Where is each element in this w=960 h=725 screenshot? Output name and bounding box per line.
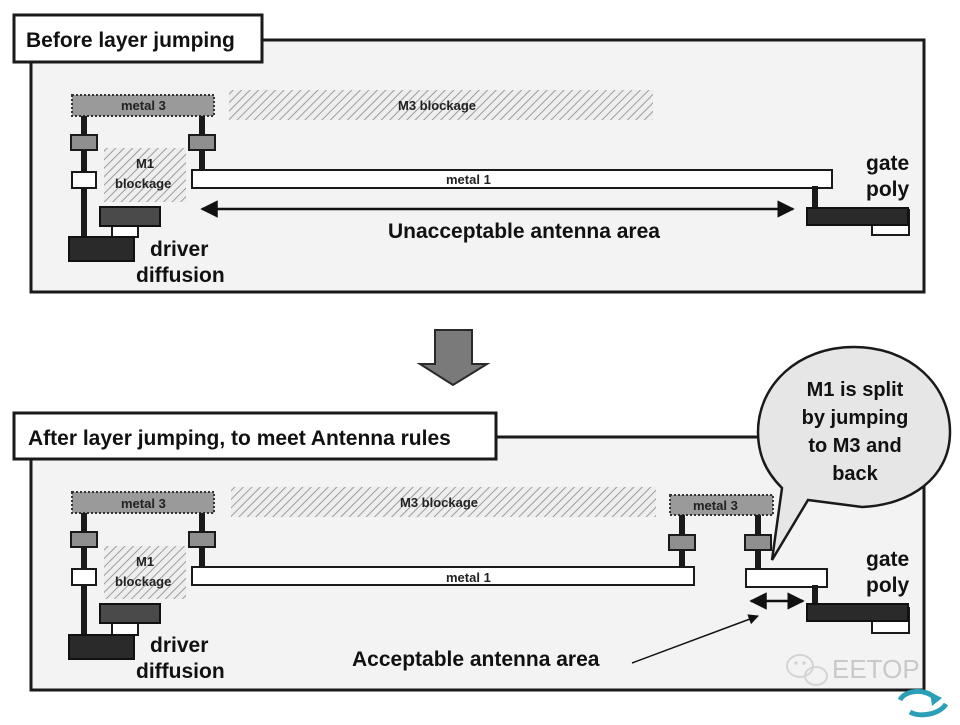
- top-m1-blockage-line2: blockage: [115, 176, 171, 191]
- bottom-m1-blockage-line2: blockage: [115, 574, 171, 589]
- bottom-contact-left: [71, 568, 97, 586]
- bottom-via-right-b: [744, 534, 772, 551]
- top-panel-title-box: [12, 13, 264, 64]
- bottom-metal3-right-bar: [669, 494, 774, 516]
- callout-line1: M1 is split: [807, 379, 904, 401]
- top-metal3-bar: [71, 94, 215, 117]
- callout-line3: to M3 and: [808, 435, 901, 457]
- top-via-mid: [188, 134, 216, 151]
- top-driver-gate: [99, 206, 161, 227]
- bottom-metal3-label: metal 3: [121, 496, 166, 511]
- corner-logo-icon: [897, 689, 949, 718]
- watermark-text: EETOP: [832, 654, 920, 684]
- bottom-gate-label-line1: gate: [866, 548, 909, 571]
- bottom-metal3-bar: [71, 491, 215, 514]
- top-m3-blockage-label: M3 blockage: [398, 98, 476, 113]
- bottom-driver-label-line2: diffusion: [136, 660, 225, 683]
- bottom-panel-title: After layer jumping, to meet Antenna rul…: [28, 427, 451, 450]
- bottom-antenna-label: Acceptable antenna area: [352, 648, 600, 671]
- top-panel-title: Before layer jumping: [26, 29, 235, 52]
- top-antenna-label: Unacceptable antenna area: [388, 220, 660, 243]
- callout-bubble: M1 is split by jumping to M3 and back: [756, 345, 952, 561]
- bottom-m3-blockage: [231, 487, 656, 517]
- bottom-m1-blockage-line1: M1: [136, 554, 154, 569]
- callout-line4: back: [832, 463, 878, 485]
- bottom-m3-blockage-label: M3 blockage: [400, 495, 478, 510]
- callout-line2: by jumping: [802, 407, 909, 429]
- top-panel: Before layer jumping metal 3 M3 blockage…: [12, 13, 926, 294]
- bottom-driver-label-line1: driver: [150, 634, 208, 657]
- watermark: EETOP: [786, 654, 920, 686]
- bottom-metal1-label: metal 1: [446, 570, 491, 585]
- top-metal1-label: metal 1: [446, 172, 491, 187]
- top-driver-label-line2: diffusion: [136, 264, 225, 287]
- bottom-via-mid: [188, 531, 216, 548]
- top-m1-blockage-line1: M1: [136, 156, 154, 171]
- top-contact-left: [71, 171, 97, 189]
- bottom-m1-blockage: [104, 546, 186, 599]
- bottom-panel-title-box: [12, 411, 498, 461]
- top-metal3-label: metal 3: [121, 98, 166, 113]
- top-metal1-bar: [191, 169, 833, 189]
- bottom-via-right-a: [668, 534, 696, 551]
- down-arrow-icon: [416, 329, 491, 387]
- bottom-gate-poly: [806, 603, 909, 622]
- bottom-driver-diffusion: [68, 634, 135, 660]
- bottom-right-post-gate: [812, 585, 818, 605]
- bottom-via-left-upper: [70, 531, 98, 548]
- top-via-left-upper: [70, 134, 98, 151]
- top-gate-label-line2: poly: [866, 178, 909, 201]
- top-driver-label-line1: driver: [150, 238, 208, 261]
- top-gate-label-line1: gate: [866, 152, 909, 175]
- bottom-metal1-bar: [191, 566, 695, 586]
- top-gate-poly: [806, 207, 909, 226]
- bottom-antenna-pointer: [631, 614, 759, 664]
- bottom-driver-gate: [99, 603, 161, 624]
- top-driver-diffusion: [68, 236, 135, 262]
- bottom-metal3-right-label: metal 3: [693, 498, 738, 513]
- wechat-icon: [786, 654, 828, 686]
- top-m1-blockage: [104, 148, 186, 202]
- top-m3-blockage: [229, 90, 653, 120]
- top-right-post: [812, 186, 818, 210]
- bottom-metal1-short-bar: [745, 568, 828, 588]
- bottom-gate-label-line2: poly: [866, 574, 909, 597]
